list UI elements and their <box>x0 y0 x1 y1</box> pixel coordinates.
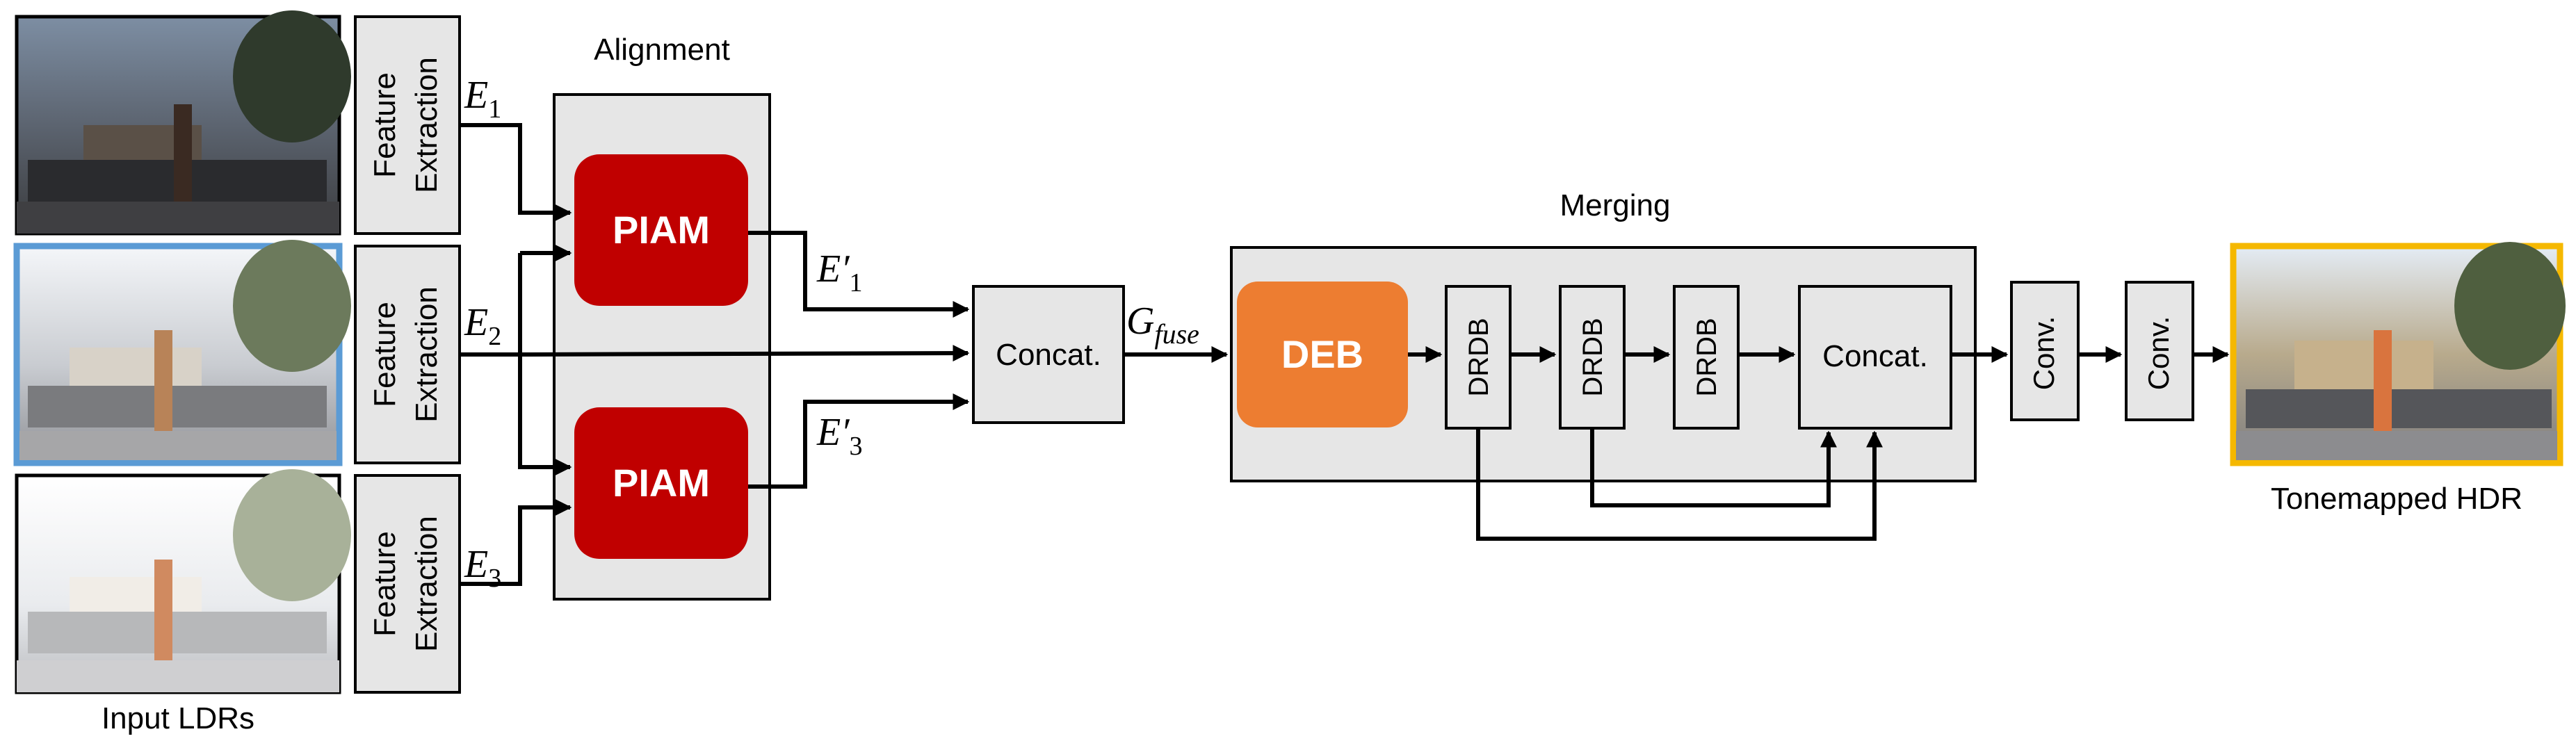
piam-1-label: PIAM <box>613 208 710 252</box>
feature-extraction-block-3: Feature Extraction <box>354 474 461 694</box>
drdb-1-label: DRDB <box>1464 318 1494 396</box>
ldr-reference-image <box>13 240 351 466</box>
concat-fusion-label: Concat. <box>996 338 1101 372</box>
conv-2-label: Conv. <box>2142 316 2175 391</box>
tonemapped-hdr-caption: Tonemapped HDR <box>2271 482 2522 516</box>
conv-1-label: Conv. <box>2027 316 2060 391</box>
feature-extraction-1-line2: Extraction <box>410 57 444 193</box>
input-ldrs-caption: Input LDRs <box>102 701 254 735</box>
ldr-overexposed-image <box>15 469 351 694</box>
piam-2-label: PIAM <box>613 461 710 505</box>
label-e2: E2 <box>464 301 501 351</box>
deb-label: DEB <box>1281 332 1363 376</box>
wires-skip-connections <box>1476 428 1883 541</box>
ldr-underexposed-image <box>15 10 351 236</box>
deb-block: DEB <box>1237 282 1408 427</box>
concat-merge-label: Concat. <box>1822 339 1928 373</box>
feature-extraction-2-line2: Extraction <box>410 286 444 423</box>
piam-module-2: PIAM <box>574 407 748 559</box>
drdb-block-3: DRDB <box>1673 285 1740 430</box>
feature-extraction-2-line1: Feature <box>368 302 402 407</box>
alignment-title: Alignment <box>594 33 730 67</box>
drdb-3-label: DRDB <box>1692 318 1722 396</box>
feature-extraction-block-1: Feature Extraction <box>354 15 461 235</box>
label-e-prime-1: E′1 <box>816 247 862 297</box>
label-e1: E1 <box>464 74 501 124</box>
tonemapped-hdr-image <box>2230 242 2566 466</box>
piam-module-1: PIAM <box>574 154 748 306</box>
concat-fusion-block: Concat. <box>972 285 1125 424</box>
conv-block-1: Conv. <box>2010 281 2080 421</box>
feature-extraction-1-line1: Feature <box>368 72 402 178</box>
feature-extraction-3-line1: Feature <box>368 531 402 637</box>
label-g-fuse: Gfuse <box>1126 300 1199 350</box>
wires-piam-to-concat <box>519 231 970 489</box>
conv-block-2: Conv. <box>2125 281 2194 421</box>
drdb-block-2: DRDB <box>1559 285 1626 430</box>
feature-extraction-block-2: Feature Extraction <box>354 245 461 464</box>
label-e-prime-3: E′3 <box>816 411 862 461</box>
wires-feature-to-piam <box>460 123 572 586</box>
concat-merge-block: Concat. <box>1798 285 1952 430</box>
drdb-block-1: DRDB <box>1445 285 1512 430</box>
feature-extraction-3-line2: Extraction <box>410 516 444 652</box>
merging-title: Merging <box>1560 188 1671 222</box>
drdb-2-label: DRDB <box>1578 318 1608 396</box>
